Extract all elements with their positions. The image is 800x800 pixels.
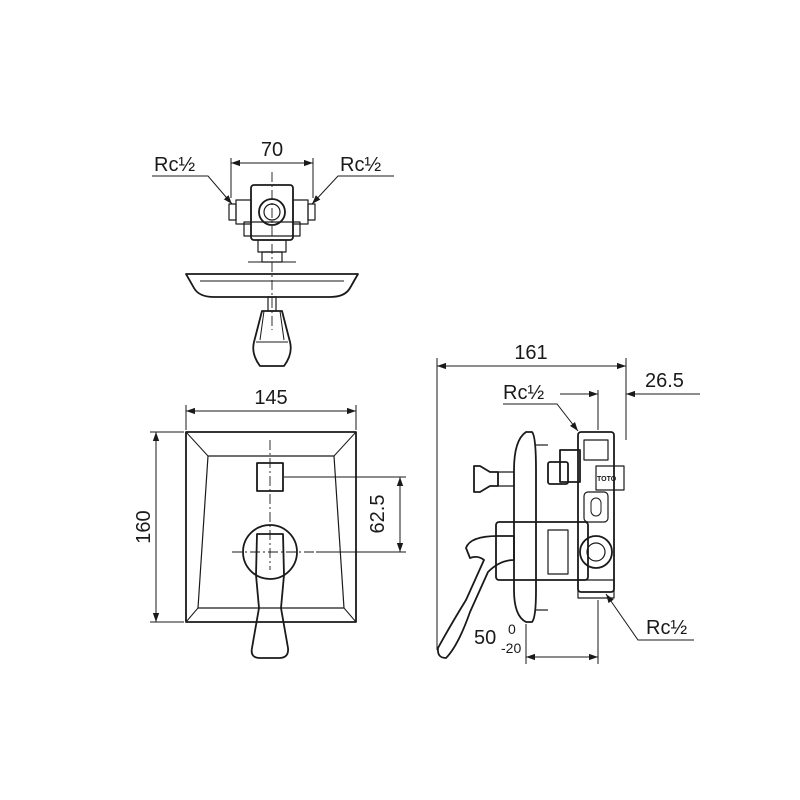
front-offset-dim: 62.5 (367, 495, 389, 534)
side-wall-tol-lower: -20 (501, 640, 521, 656)
top-view: 70 Rc½ Rc½ (152, 139, 394, 367)
top-inlet-left-label: Rc½ (154, 154, 195, 176)
side-wall-dim: 50 (474, 627, 496, 649)
side-wall-tol-upper: 0 (508, 621, 516, 637)
side-outlet-top-label: Rc½ (503, 382, 544, 404)
side-rear-dim: 26.5 (645, 370, 684, 392)
brand-mark: TOTO (597, 476, 617, 483)
front-view: 145 160 62.5 (133, 387, 406, 659)
side-view: 161 26.5 Rc½ TOTO Rc½ (436, 342, 700, 664)
top-inlet-right-label: Rc½ (340, 154, 381, 176)
side-depth-dim: 161 (514, 342, 547, 364)
side-outlet-bottom-label: Rc½ (646, 617, 687, 639)
front-height-dim: 160 (133, 510, 155, 543)
front-width-dim: 145 (254, 387, 287, 409)
top-width-dim: 70 (261, 139, 283, 161)
